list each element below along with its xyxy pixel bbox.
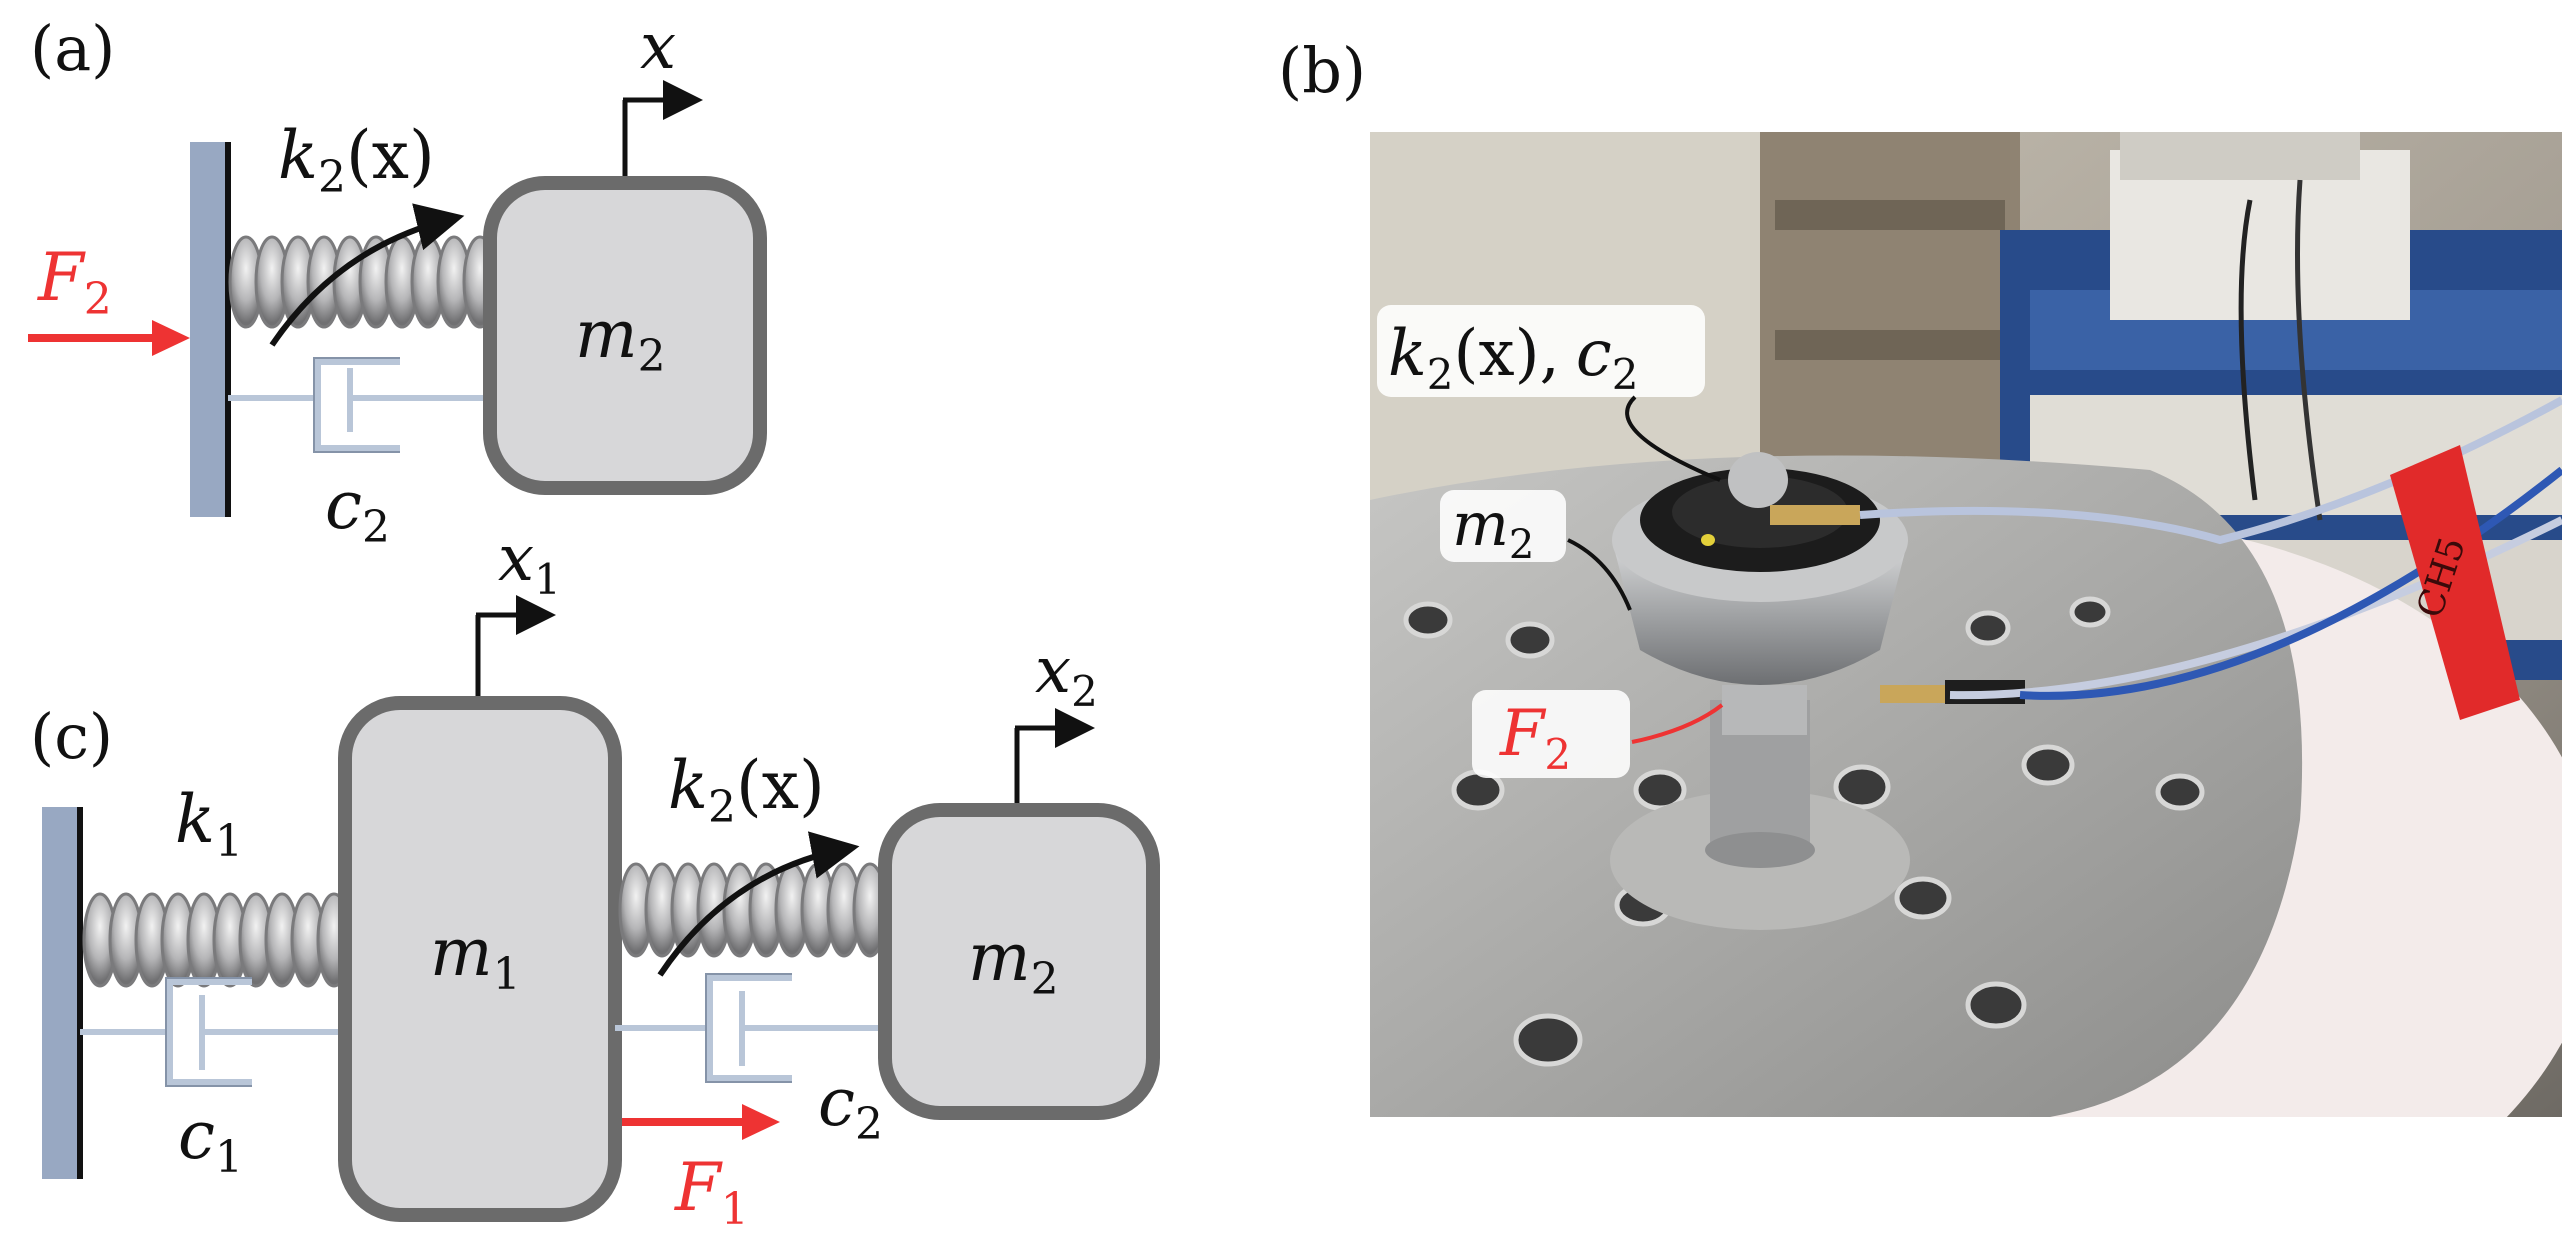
spring-c1-coils <box>82 892 352 988</box>
wall-c <box>42 807 78 1179</box>
force-c-arrowhead <box>742 1104 780 1140</box>
damper-c2 <box>615 975 885 1081</box>
damper-a-label: c2 <box>325 467 390 553</box>
damper-c1-outline <box>165 977 252 1087</box>
panel-label-a: (a) <box>30 12 115 85</box>
mass-a <box>483 176 767 495</box>
svg-text:F2: F2 <box>1499 697 1571 779</box>
damper-c2-label: c2 <box>818 1064 883 1150</box>
damper-c1 <box>80 979 345 1085</box>
svg-text:m2: m2 <box>1452 490 1534 568</box>
photo-label-mass: m2 <box>1440 490 1632 611</box>
svg-text:k2(x),c2: k2(x),c2 <box>1388 317 1638 399</box>
force-c-label: F1 <box>674 1149 749 1235</box>
nonlinear-arrow-c <box>657 831 860 977</box>
panel-label-c: (c) <box>30 700 113 773</box>
spring-a-coils <box>228 235 498 329</box>
spring-c2-coils <box>618 862 888 958</box>
mass-a-label: m2 <box>575 296 666 382</box>
spring-c1-label: k1 <box>175 781 243 867</box>
nonlinear-arrow-a <box>269 203 465 347</box>
mass-c2 <box>878 803 1160 1120</box>
photo-label-spring-damper: k2(x),c2 <box>1377 305 1721 482</box>
panel-a: m2 x k2(x) c2 F2 <box>28 10 767 553</box>
wall-a <box>190 142 226 517</box>
mass-c2-label: m2 <box>968 919 1059 1005</box>
force-a-arrowhead <box>152 320 190 356</box>
panel-label-b: (b) <box>1278 34 1366 107</box>
spring-c2-label: k2(x) <box>668 747 825 833</box>
panel-c: m1 x1 m2 <box>42 522 1160 1235</box>
spring-a-label: k2(x) <box>278 117 435 203</box>
coord-c2-label: x2 <box>1035 634 1098 716</box>
panel-b-photo <box>1370 132 2562 1117</box>
damper-a-outline <box>313 357 400 453</box>
damper-c2-outline <box>705 973 792 1083</box>
coord-c1-label: x1 <box>498 522 561 604</box>
mass-c1-label: m1 <box>430 914 521 1000</box>
mass-c1 <box>338 696 622 1222</box>
damper-c1-label: c1 <box>178 1097 243 1183</box>
photo-label-force: F2 <box>1472 690 1724 779</box>
coord-a-label: x <box>640 10 676 84</box>
damper-a <box>228 359 490 451</box>
force-a-label: F2 <box>37 239 112 325</box>
